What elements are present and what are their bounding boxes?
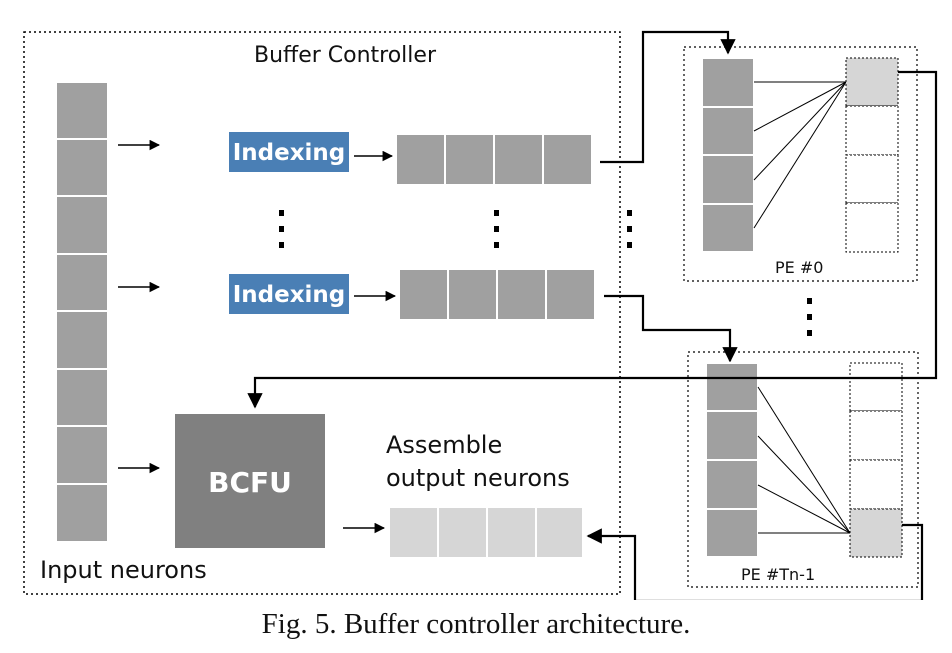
input-neuron-cell [55, 195, 109, 255]
output-neuron-buffer [388, 506, 584, 559]
pe-input-cell [705, 508, 759, 558]
input-neuron-cell [55, 253, 109, 312]
buffer-cell [398, 268, 449, 321]
indexing-label-top: Indexing [233, 140, 346, 166]
input-neuron-cell [55, 138, 109, 197]
pe-output-cell [849, 459, 903, 510]
buffer-cell [493, 133, 544, 186]
indexed-buffer-top [395, 133, 593, 186]
input-neuron-column [55, 81, 109, 543]
buffer-cell [447, 268, 498, 321]
pe-output-cell [845, 105, 899, 156]
output-neuron-cell [437, 506, 488, 559]
ellipsis-dots [279, 210, 812, 336]
pe-0-label: PE #0 [775, 258, 823, 277]
output-neuron-cell [535, 506, 584, 559]
pe-0-output-column [845, 57, 899, 253]
pe-0-boundary [683, 46, 918, 282]
pe-last-boundary [687, 351, 919, 588]
buffer-cell [496, 268, 547, 321]
pe-output-cell [849, 410, 903, 461]
bcfu-block [175, 414, 325, 548]
pe-last-input-column [705, 362, 759, 558]
indexing-label-bottom: Indexing [233, 282, 346, 308]
buffer-to-pe-last-connector [604, 294, 738, 363]
output-neuron-cell [388, 506, 439, 559]
input-neurons-label: Input neurons [40, 556, 207, 584]
pe-output-cell [845, 154, 899, 204]
indexed-buffer-bottom [398, 268, 596, 321]
buffer-cell [542, 133, 593, 186]
input-neuron-cell [55, 368, 109, 427]
bcfu-label: BCFU [208, 466, 292, 499]
pe-input-cell [705, 410, 759, 461]
pe-output-cell-active [849, 508, 903, 558]
pe-output-cell-active [845, 57, 899, 107]
pe-input-cell [701, 106, 755, 156]
buffer-controller-diagram: Buffer Controller Input neurons Indexing… [23, 30, 938, 600]
assemble-label-line2: output neurons [386, 464, 570, 492]
pe-input-cell [705, 459, 759, 510]
buffer-cell [444, 133, 495, 186]
input-neuron-cell [55, 425, 109, 485]
pe-0-fan-in-lines [753, 81, 847, 229]
pe-output-cell [845, 202, 899, 253]
pe-0-input-column [701, 57, 755, 253]
pe0-to-bcfu-feedback [247, 70, 938, 409]
buffer-controller-boundary [23, 31, 621, 595]
output-neuron-cell [486, 506, 537, 559]
input-neuron-cell [55, 483, 109, 543]
buffer-controller-title: Buffer Controller [254, 43, 437, 68]
buffer-cell [545, 268, 596, 321]
buffer-cell [395, 133, 446, 186]
pe-last-output-column [849, 362, 903, 558]
assemble-label-line1: Assemble [386, 431, 502, 459]
input-neuron-cell [55, 310, 109, 370]
indexing-block-top [229, 132, 349, 172]
figure-caption: Fig. 5. Buffer controller architecture. [261, 608, 691, 640]
input-neuron-cell [55, 81, 109, 140]
pe-last-label: PE #Tn-1 [741, 565, 815, 584]
pe-input-cell [705, 362, 759, 412]
pe-input-cell [701, 203, 755, 253]
pe-output-cell [849, 362, 903, 412]
indexing-block-bottom [229, 274, 349, 314]
pe-last-to-output-feedback [586, 523, 924, 600]
pe-input-cell [701, 57, 755, 108]
buffer-to-pe0-connector [600, 30, 736, 164]
pe-input-cell [701, 154, 755, 205]
pe-last-fan-in-lines [757, 386, 851, 534]
